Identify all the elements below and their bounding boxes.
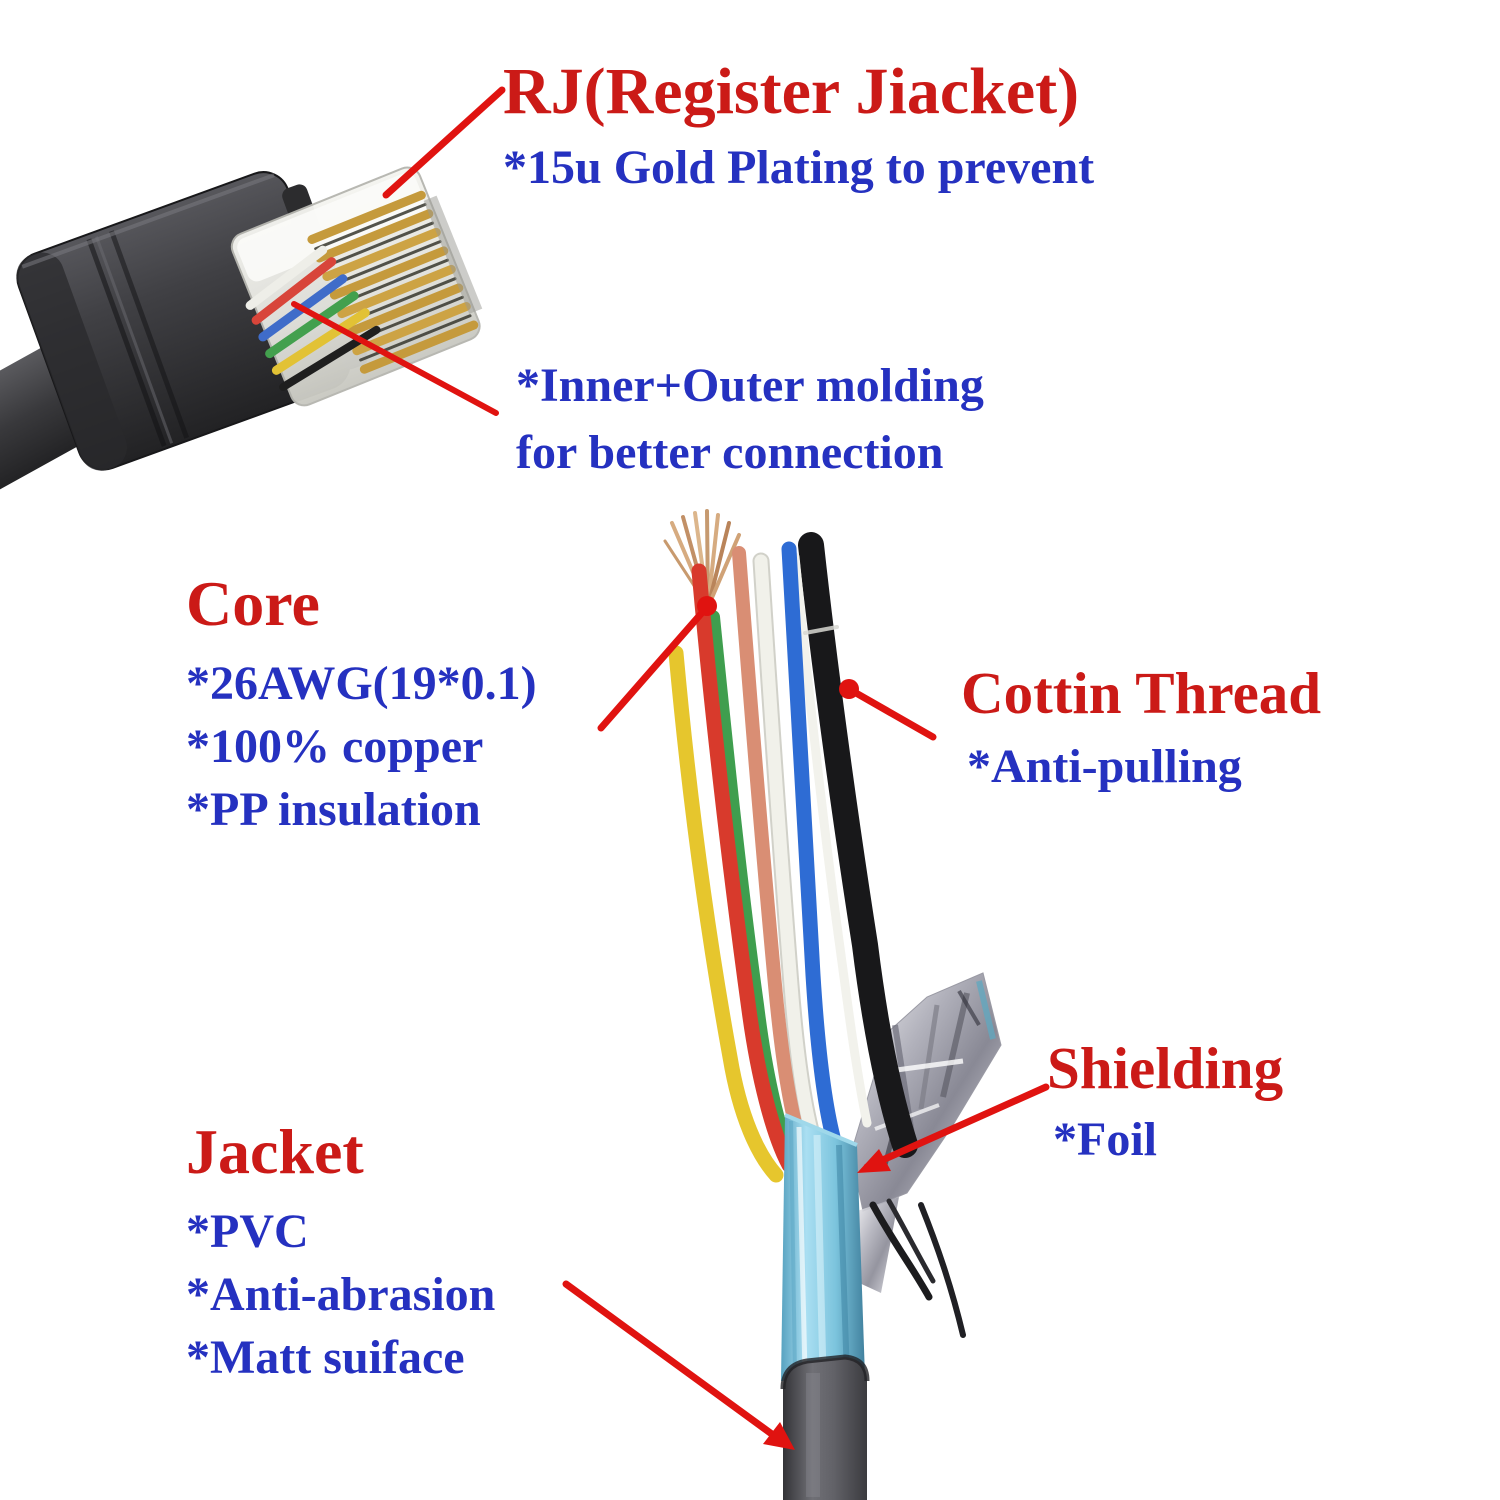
shielding-callout: Shielding *Foil — [1047, 1035, 1283, 1171]
jacket-item: *PVC — [186, 1204, 309, 1258]
jacket-item: *Anti-abrasion — [186, 1268, 496, 1322]
molding-line: for better connection — [516, 426, 944, 480]
rj-title: RJ(Register Jiacket) — [503, 55, 1080, 128]
shielding-title: Shielding — [1047, 1035, 1284, 1101]
cottin-thread-callout: Cottin Thread *Anti-pulling — [961, 660, 1321, 798]
jacket-item: *Matt suiface — [186, 1331, 465, 1385]
core-item: *PP insulation — [186, 783, 481, 837]
rj-callout: RJ(Register Jiacket) *15u Gold Plating t… — [503, 55, 1094, 199]
blue-foil-wrap — [781, 1113, 865, 1381]
rj-subtitle: *15u Gold Plating to prevent — [503, 140, 1095, 194]
jacket-callout: Jacket *PVC *Anti-abrasion *Matt suiface — [186, 1116, 495, 1390]
cottin-thread-title: Cottin Thread — [961, 660, 1322, 726]
jacket-title: Jacket — [186, 1116, 364, 1187]
wire-fan — [668, 532, 918, 1183]
molding-callout: *Inner+Outer molding for better connecti… — [516, 352, 984, 486]
cottin-thread-item: *Anti-pulling — [967, 740, 1242, 794]
cable-jacket-gray — [780, 1354, 870, 1500]
core-callout: Core *26AWG(19*0.1) *100% copper *PP ins… — [186, 568, 537, 842]
shielding-item: *Foil — [1053, 1113, 1157, 1167]
core-item: *26AWG(19*0.1) — [186, 656, 537, 710]
cotton-thread-strands — [869, 1198, 966, 1338]
molding-line: *Inner+Outer molding — [516, 359, 984, 412]
core-title: Core — [186, 568, 320, 639]
rj45-connector-photo — [0, 166, 483, 499]
stripped-cable-photo — [663, 509, 1002, 1500]
core-item: *100% copper — [186, 720, 484, 774]
